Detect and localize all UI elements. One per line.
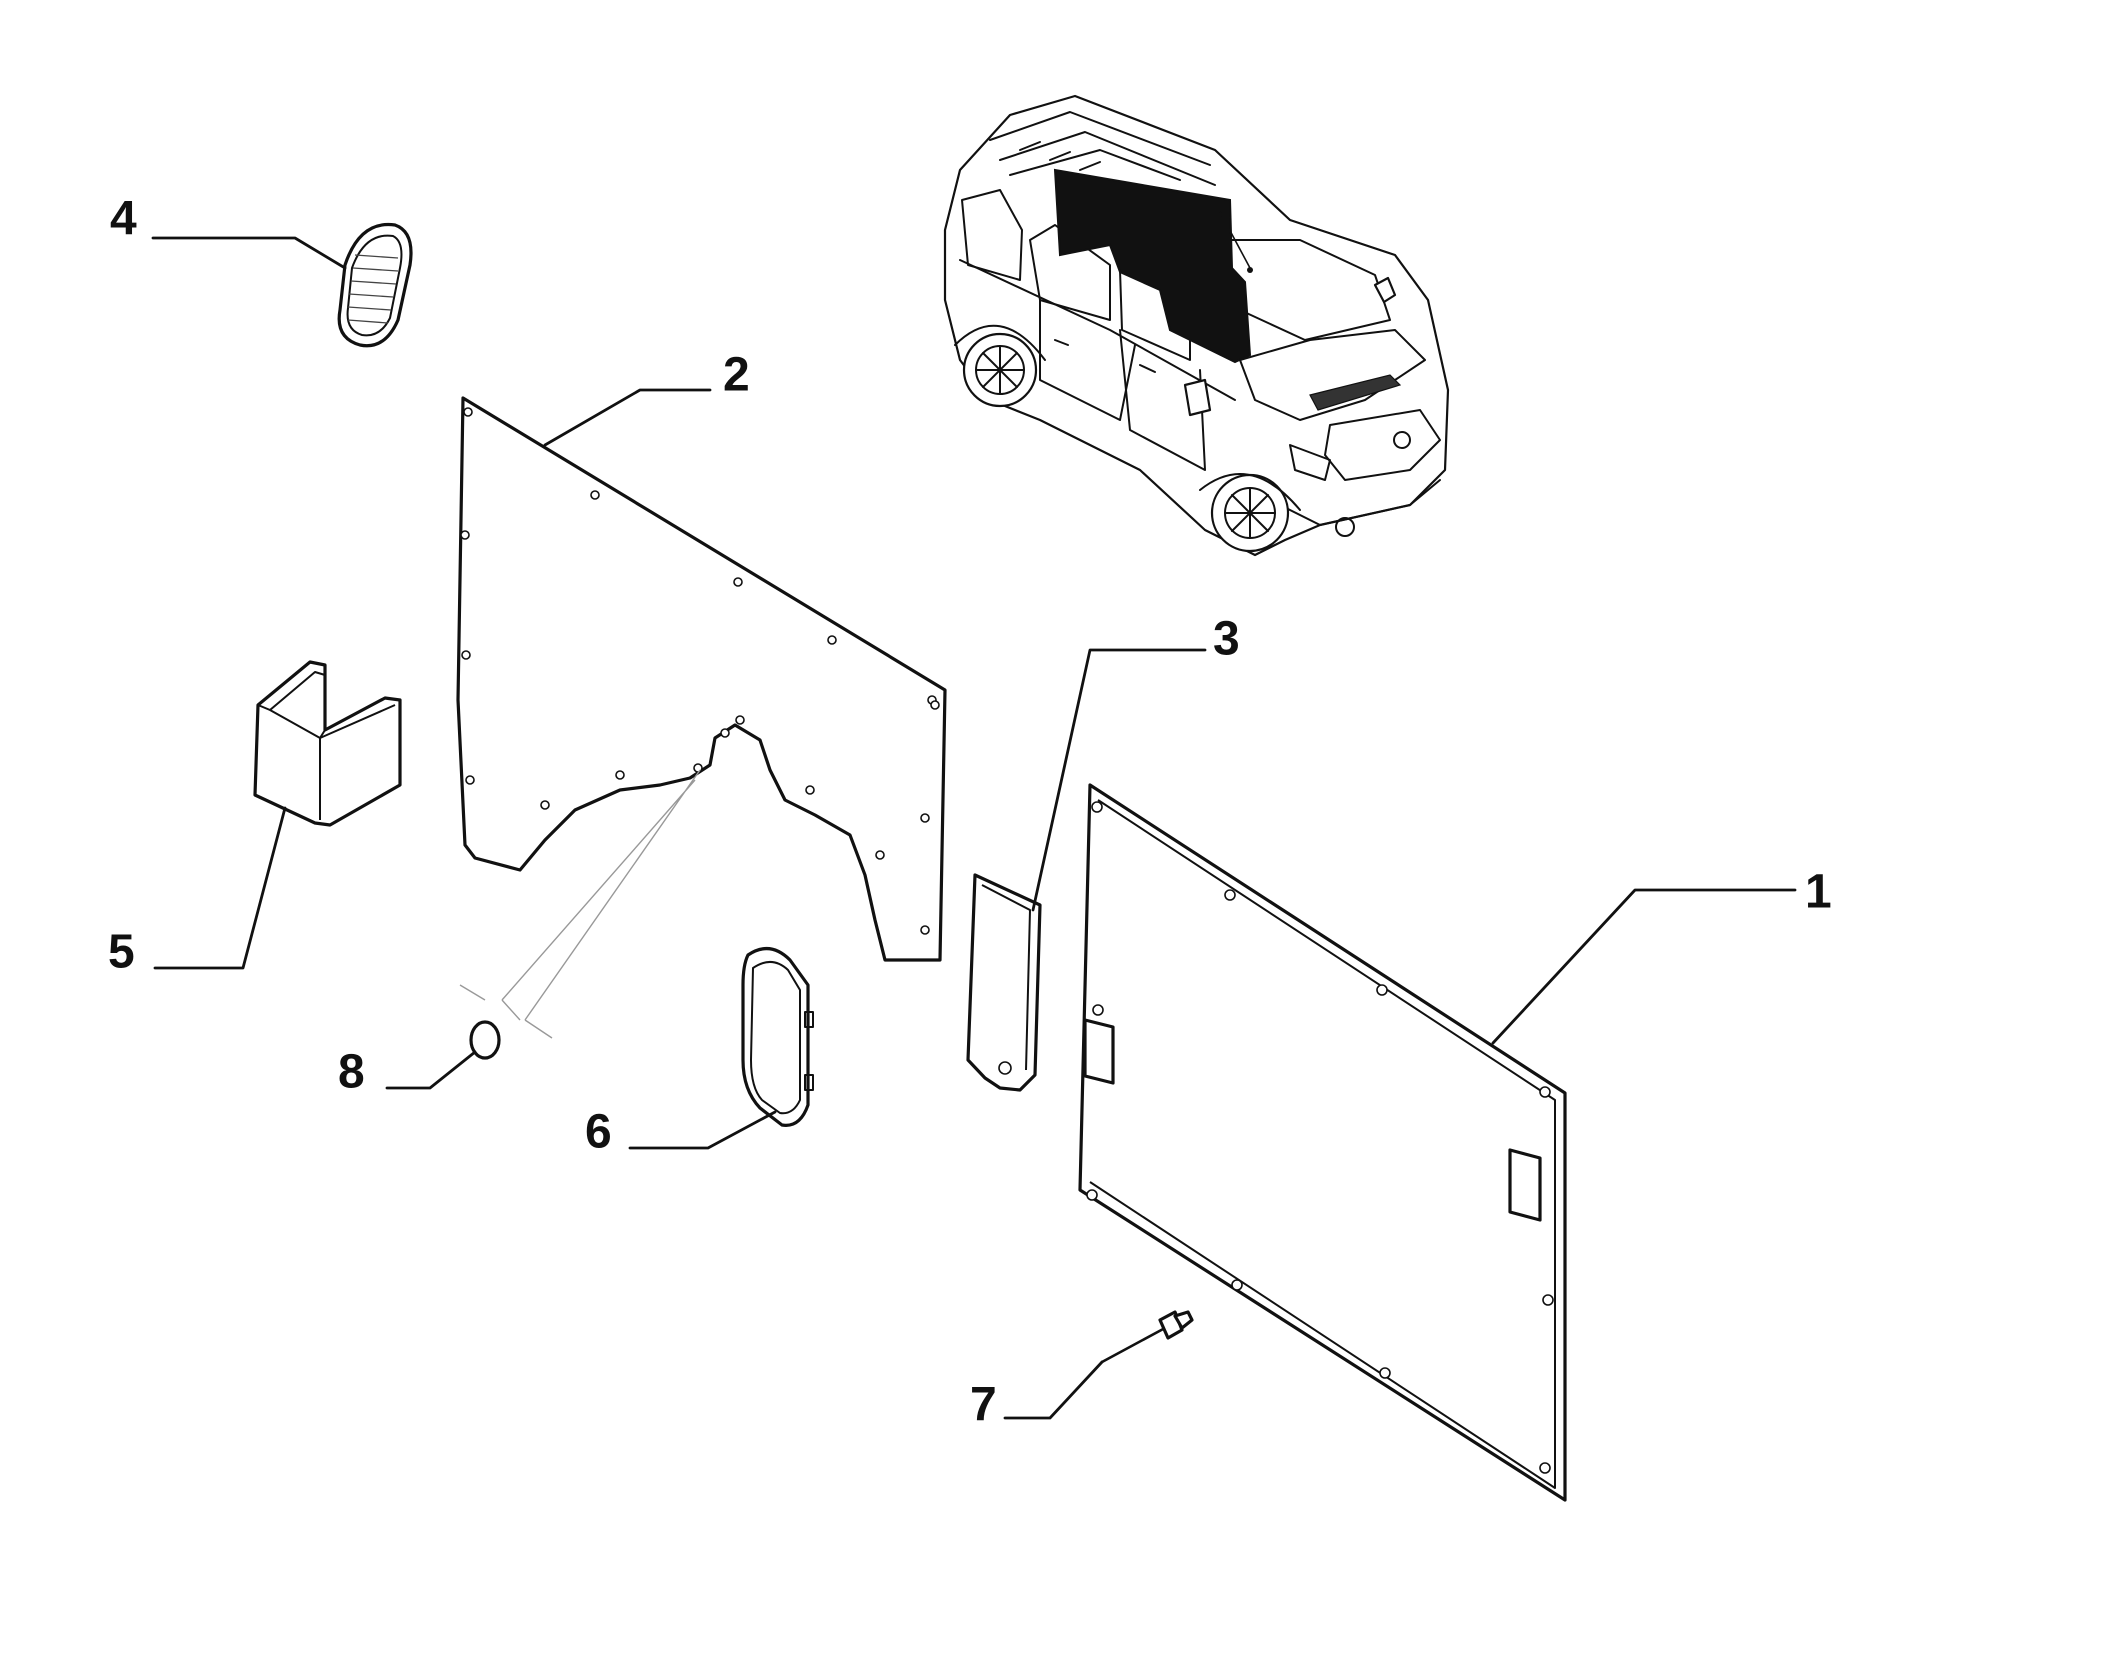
leader-2 (543, 388, 712, 447)
callout-2: 2 (723, 349, 750, 402)
part-5-bracket (253, 660, 402, 827)
leader-5 (153, 806, 287, 970)
van-overview-icon (943, 94, 1450, 557)
callout-4: 4 (110, 193, 137, 246)
leader-7 (1003, 1360, 1104, 1420)
callout-3: 3 (1213, 613, 1240, 666)
bulkhead-highlight-zone (1053, 168, 1252, 364)
callout-1: 1 (1805, 866, 1832, 919)
leader-1 (1491, 888, 1797, 1045)
leader-6 (628, 1110, 777, 1150)
part-4-oval-grille (337, 222, 413, 348)
leader-4 (151, 236, 347, 270)
callout-7: 7 (970, 1379, 997, 1432)
part-1-rear-panel (1078, 783, 1567, 1502)
van-grille (1309, 374, 1402, 411)
callout-8: 8 (338, 1046, 365, 1099)
callout-5: 5 (108, 926, 135, 979)
part-6-oval-cover (741, 947, 814, 1127)
leader-3 (1031, 648, 1207, 912)
part-2-bulkhead-panel (456, 396, 947, 962)
callout-6: 6 (585, 1106, 612, 1159)
part-7-rivet (1101, 1310, 1194, 1364)
part-3-cover-flap (966, 873, 1042, 1092)
leader-8 (385, 1050, 477, 1090)
part-8-o-ring (469, 1020, 501, 1060)
